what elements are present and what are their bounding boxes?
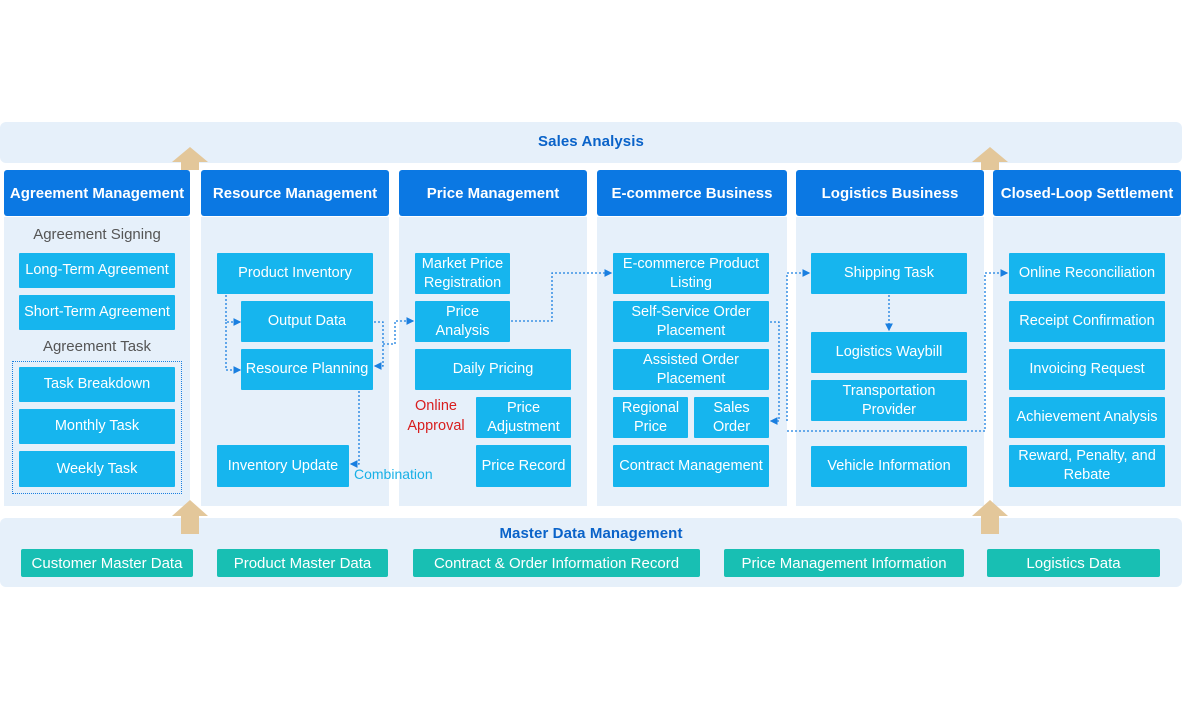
weekly-task-box: Weekly Task [19,451,175,487]
sales-analysis-band: Sales Analysis [0,122,1182,163]
output-data-box: Output Data [241,301,373,342]
agreement-task-group [12,361,182,494]
contract-management-box: Contract Management [613,445,769,487]
assisted-order-placement-box: Assisted Order Placement [613,349,769,390]
invoicing-request-box: Invoicing Request [1009,349,1165,390]
receipt-confirmation-box: Receipt Confirmation [1009,301,1165,342]
online-reconciliation-box: Online Reconciliation [1009,253,1165,294]
closed-loop-settlement-header: Closed-Loop Settlement [993,170,1181,216]
long-term-agreement-box: Long-Term Agreement [19,253,175,288]
agreement-management-header: Agreement Management [4,170,190,216]
price-management-information-box: Price Management Information [724,549,964,577]
combination-note: Combination [354,466,433,482]
daily-pricing-box: Daily Pricing [415,349,571,390]
online-approval-note: Online Approval [407,398,465,434]
achievement-analysis-box: Achievement Analysis [1009,397,1165,438]
task-breakdown-box: Task Breakdown [19,367,175,402]
sales-analysis-title: Sales Analysis [538,133,644,150]
price-analysis-box: Price Analysis [415,301,510,342]
resource-management-header: Resource Management [201,170,389,216]
market-price-registration-box: Market Price Registration [415,253,510,294]
logistics-data-box: Logistics Data [987,549,1160,577]
regional-price-box: Regional Price [613,397,688,438]
customer-master-data-box: Customer Master Data [21,549,193,577]
shipping-task-box: Shipping Task [811,253,967,294]
product-master-data-box: Product Master Data [217,549,388,577]
resource-planning-box: Resource Planning [241,349,373,390]
price-adjustment-box: Price Adjustment [476,397,571,438]
transportation-provider-box: Transportation Provider [811,380,967,421]
contract-order-record-box: Contract & Order Information Record [413,549,700,577]
ecommerce-business-header: E-commerce Business [597,170,787,216]
price-management-header: Price Management [399,170,587,216]
logistics-waybill-box: Logistics Waybill [811,332,967,373]
agreement-signing-label: Agreement Signing [33,226,161,243]
reward-penalty-rebate-box: Reward, Penalty, and Rebate [1009,445,1165,487]
sales-order-box: Sales Order [694,397,769,438]
price-record-box: Price Record [476,445,571,487]
vehicle-information-box: Vehicle Information [811,446,967,487]
ecommerce-product-listing-box: E-commerce Product Listing [613,253,769,294]
master-data-title: Master Data Management [499,525,683,542]
self-service-order-placement-box: Self-Service Order Placement [613,301,769,342]
inventory-update-box: Inventory Update [217,445,349,487]
short-term-agreement-box: Short-Term Agreement [19,295,175,330]
logistics-business-header: Logistics Business [796,170,984,216]
monthly-task-box: Monthly Task [19,409,175,444]
product-inventory-box: Product Inventory [217,253,373,294]
agreement-task-label: Agreement Task [42,338,152,355]
